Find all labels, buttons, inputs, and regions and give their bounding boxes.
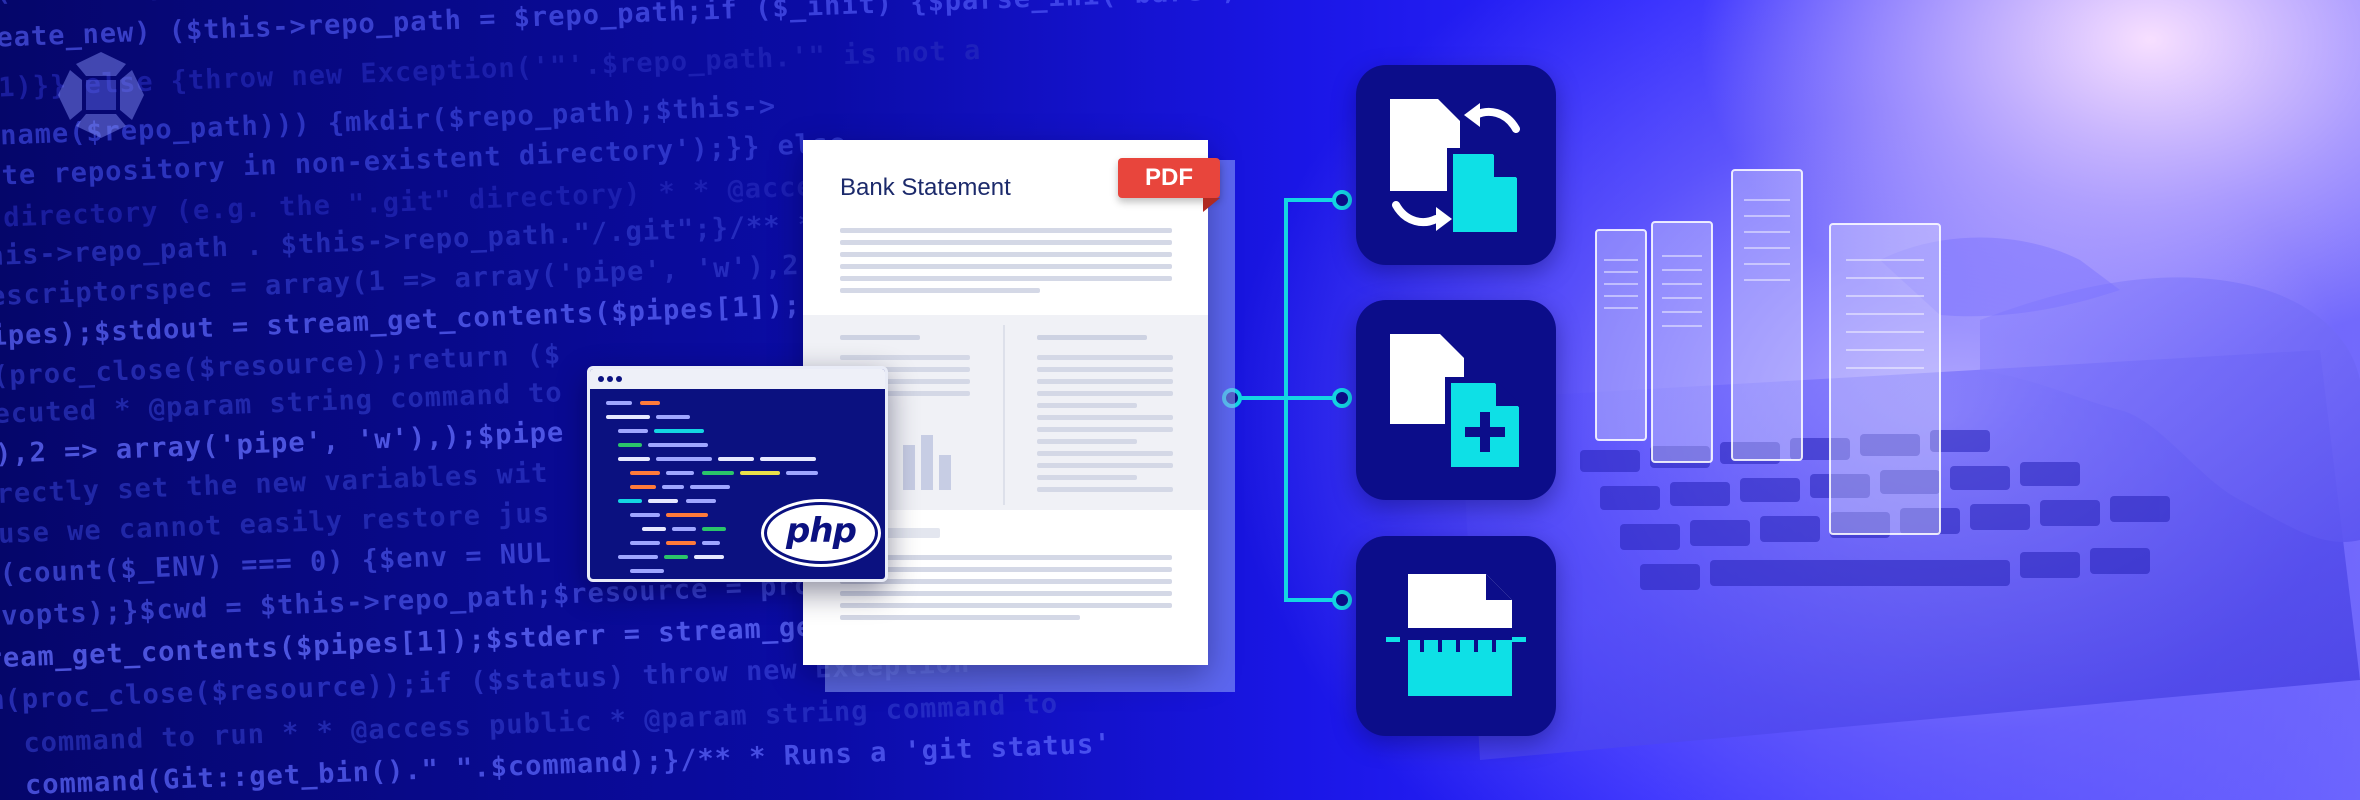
document-title: Bank Statement (840, 174, 1011, 201)
brand-logo-icon (56, 50, 146, 140)
add-document-icon (1390, 334, 1525, 473)
laptop-illustration (1460, 237, 2360, 760)
pdf-badge: PDF (1118, 158, 1220, 198)
convert-documents-icon (1390, 99, 1523, 238)
floating-documents (1595, 169, 1941, 535)
merge-tile[interactable] (1356, 300, 1556, 500)
code-window-titlebar (590, 369, 885, 389)
split-document-icon (1386, 574, 1526, 696)
split-tile[interactable] (1356, 536, 1556, 736)
php-logo: php (764, 502, 878, 564)
convert-tile[interactable] (1356, 65, 1556, 265)
php-logo-text: php (786, 511, 857, 551)
pdf-badge-fold (1203, 198, 1220, 212)
